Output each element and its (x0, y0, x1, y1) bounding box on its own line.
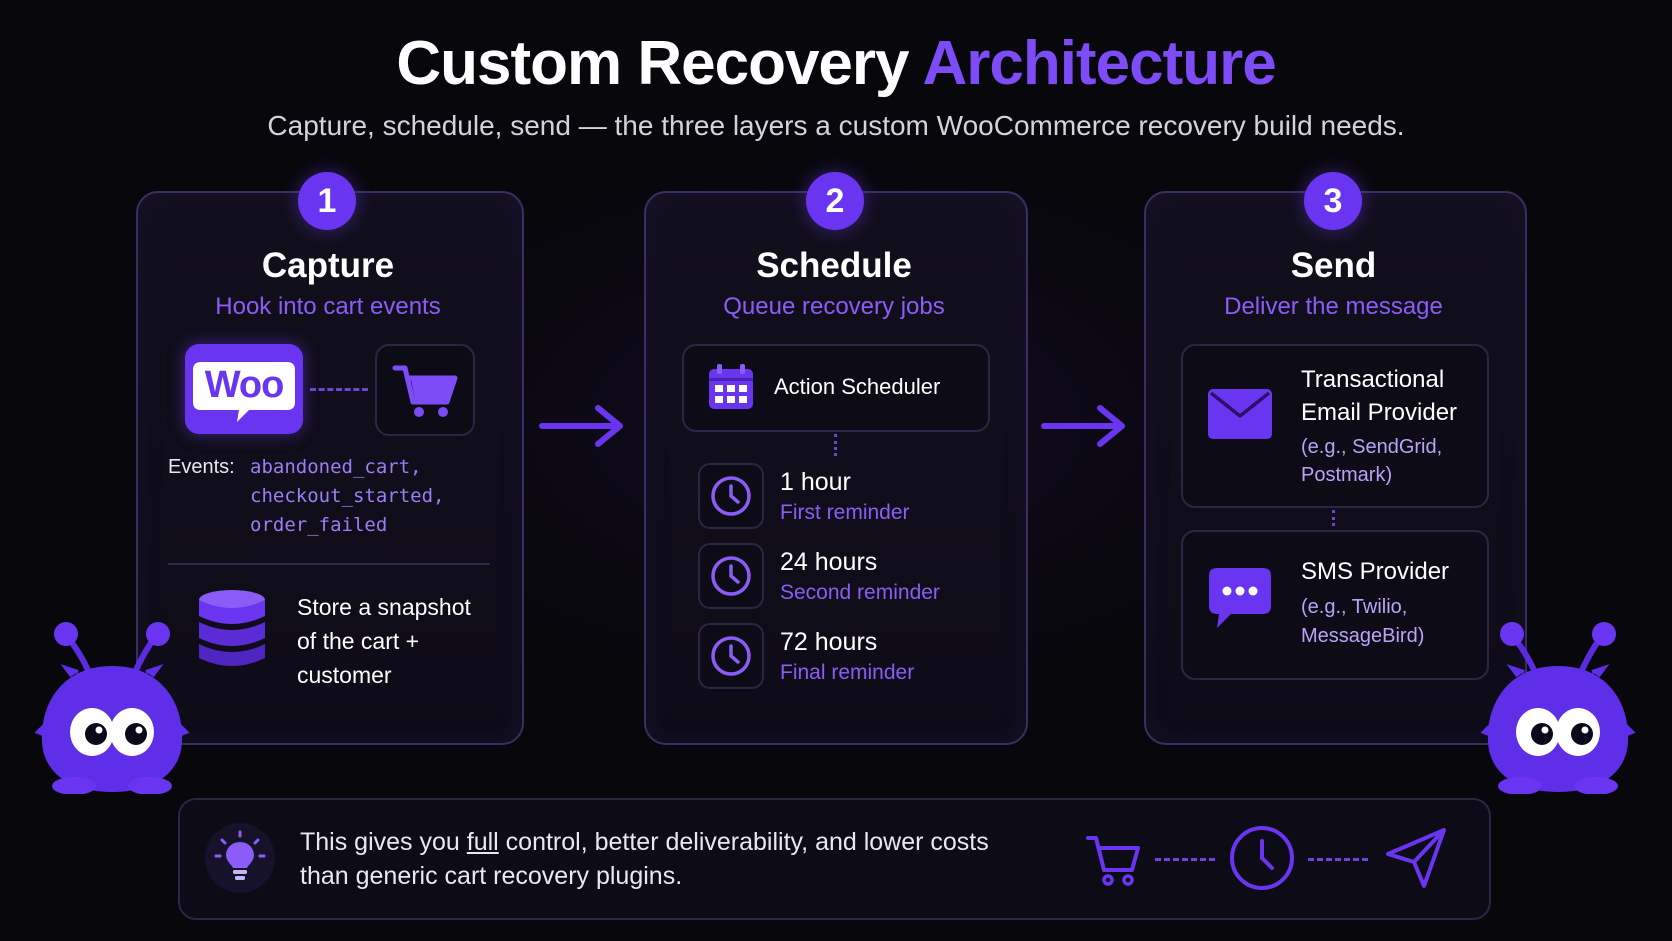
footer-line-1: This gives you full control, better deli… (300, 828, 989, 857)
woo-logo (193, 362, 295, 422)
database-icon (199, 590, 265, 666)
capture-subtitle: Hook into cart events (215, 293, 441, 320)
footer-connector-dashed (1155, 858, 1215, 861)
sms-provider-box: SMS Provider (e.g., Twilio, MessageBird) (1181, 530, 1489, 680)
footer-panel: This gives you full control, better deli… (178, 798, 1491, 920)
email-example-2: Postmark) (1301, 464, 1393, 486)
mascot-left (34, 622, 190, 794)
sms-title: SMS Provider (1301, 558, 1450, 585)
calendar-icon (709, 364, 753, 409)
step-badge-2: 2 (806, 172, 864, 230)
footer-connector-dashed (1308, 858, 1368, 861)
clock-box-2 (698, 543, 764, 609)
page-title: Custom Recovery Architecture (0, 28, 1672, 100)
store-text-1: Store a snapshot (297, 594, 471, 620)
event-abandoned-cart: abandoned_cart, (250, 456, 422, 478)
clock-icon (711, 636, 751, 676)
mascot-right (1480, 622, 1636, 794)
step-label-3: Final reminder (780, 661, 915, 684)
event-order-failed: order_failed (250, 514, 388, 536)
events-label: Events: (168, 456, 235, 478)
email-title-1: Transactional (1301, 366, 1445, 393)
arrow-right-icon (539, 405, 623, 447)
cart-icon (392, 365, 458, 417)
store-text-3: customer (297, 662, 392, 688)
send-icon (1386, 828, 1446, 888)
cart-box (375, 344, 475, 436)
step-time-1: 1 hour (780, 468, 851, 496)
title-main: Custom Recovery (396, 29, 909, 98)
store-text-2: of the cart + (297, 628, 420, 654)
schedule-title: Schedule (756, 246, 912, 285)
footer-text-post: control, better deliverability, and lowe… (498, 828, 989, 856)
step-badge-3: 3 (1304, 172, 1362, 230)
woo-logo-box: Woo (185, 344, 303, 434)
footer-text-underline: full (466, 828, 499, 856)
email-example-1: (e.g., SendGrid, (1301, 436, 1443, 458)
send-title: Send (1290, 246, 1377, 285)
sms-example-1: (e.g., Twilio, (1301, 596, 1408, 618)
capture-title: Capture (261, 246, 395, 285)
capture-divider (168, 563, 490, 565)
footer-line-2: than generic cart recovery plugins. (300, 862, 683, 890)
lightbulb-icon (205, 823, 275, 893)
arrow-right-icon (1041, 405, 1125, 447)
chat-bubble-icon (1209, 568, 1271, 628)
step-label-1: First reminder (780, 501, 910, 524)
title-accent: Architecture (922, 29, 1276, 98)
sms-example-2: MessageBird) (1301, 625, 1425, 647)
step-time-2: 24 hours (780, 548, 878, 576)
clock-icon (711, 476, 751, 516)
envelope-icon (1208, 389, 1272, 439)
action-scheduler-box: Action Scheduler (682, 344, 990, 432)
step-badge-1: 1 (298, 172, 356, 230)
event-checkout-started: checkout_started, (250, 485, 445, 507)
schedule-subtitle: Queue recovery jobs (723, 293, 945, 320)
cart-icon (1086, 836, 1140, 886)
step-time-3: 72 hours (780, 628, 878, 656)
clock-box-3 (698, 623, 764, 689)
connector-dotted (1332, 510, 1335, 526)
woo-logo-text: Woo (204, 364, 285, 406)
connector-dotted (834, 434, 837, 456)
email-provider-box: Transactional Email Provider (e.g., Send… (1181, 344, 1489, 508)
page-subtitle: Capture, schedule, send — the three laye… (267, 110, 1405, 141)
action-scheduler-label: Action Scheduler (774, 374, 941, 399)
email-title-2: Email Provider (1301, 399, 1458, 426)
send-subtitle: Deliver the message (1224, 293, 1443, 320)
step-label-2: Second reminder (780, 581, 940, 604)
footer-text-pre: This gives you (300, 828, 467, 856)
clock-box-1 (698, 463, 764, 529)
connector-dashed (310, 388, 368, 391)
clock-icon (711, 556, 751, 596)
clock-icon (1230, 826, 1294, 890)
